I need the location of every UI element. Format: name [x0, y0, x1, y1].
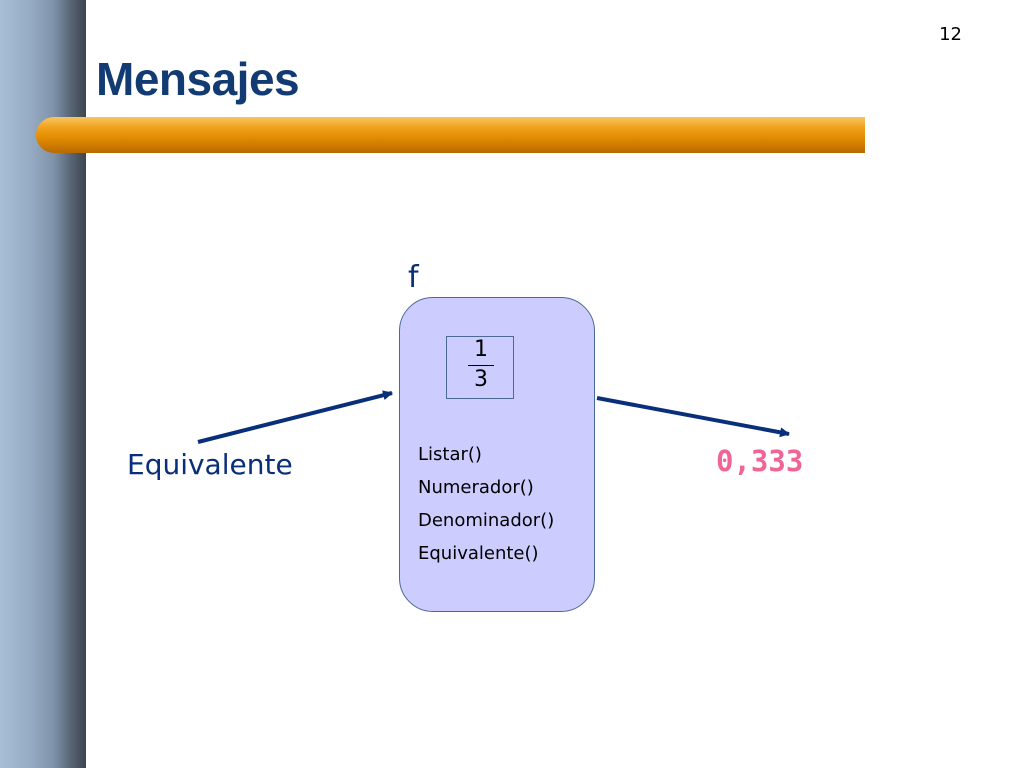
fraction-bar [468, 365, 494, 366]
object-name-label: f [408, 260, 419, 295]
method-item: Denominador() [418, 510, 555, 531]
page-number: 12 [939, 24, 962, 45]
slide-title: Mensajes [96, 53, 300, 105]
incoming-message-arrow [197, 390, 393, 444]
fraction-denominator: 3 [474, 367, 488, 392]
message-label: Equivalente [127, 448, 293, 481]
title-underline-bar [36, 117, 865, 153]
object-box [399, 297, 595, 612]
method-item: Numerador() [418, 477, 534, 498]
fraction-numerator: 1 [474, 337, 488, 362]
method-item: Listar() [418, 444, 482, 465]
method-item: Equivalente() [418, 543, 539, 564]
result-value: 0,333 [716, 444, 804, 478]
return-value-arrow [596, 396, 790, 438]
method-list: Listar() Numerador() Denominador() Equiv… [418, 438, 554, 570]
fraction-box: 1 3 [446, 336, 514, 399]
